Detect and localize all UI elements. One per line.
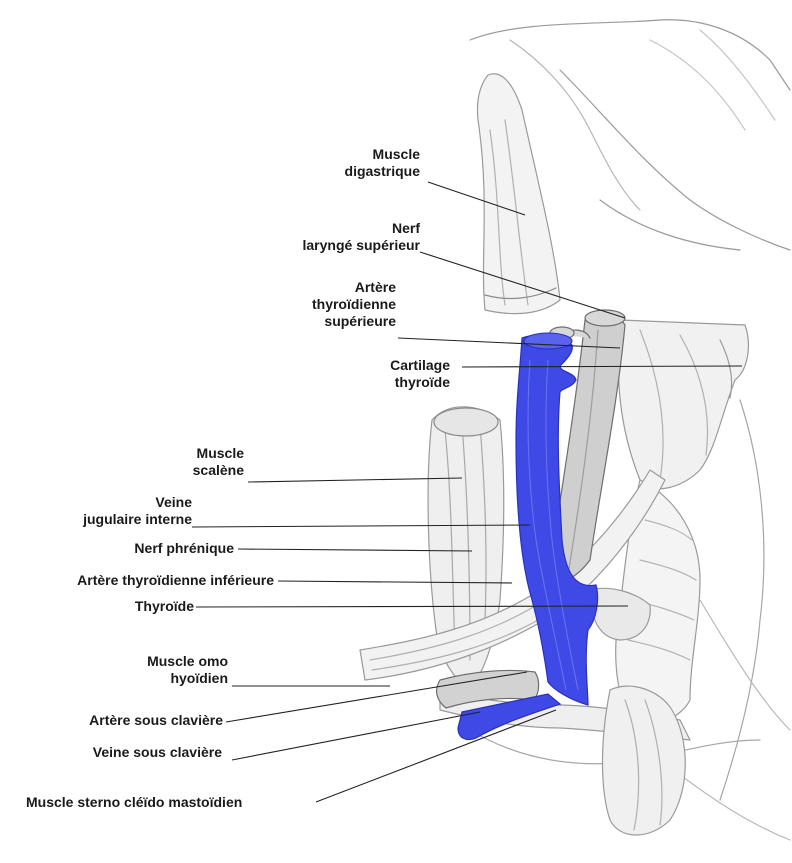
label-line: Muscle omo bbox=[147, 653, 228, 670]
label-line: laryngé supérieur bbox=[303, 237, 421, 254]
label-thyroid: Thyroïde bbox=[135, 598, 194, 615]
label-phrenic-nerve: Nerf phrénique bbox=[134, 540, 234, 557]
label-line: supérieure bbox=[312, 313, 396, 330]
leader-sternocleidomastoid bbox=[316, 710, 556, 802]
label-line: Thyroïde bbox=[135, 598, 194, 615]
leader-subclavian-vein bbox=[232, 712, 480, 760]
label-line: thyroïde bbox=[390, 374, 450, 391]
label-superior-thyroid-artery: Artère thyroïdienne supérieure bbox=[312, 279, 396, 330]
label-line: Artère bbox=[312, 279, 396, 296]
label-line: digastrique bbox=[345, 163, 420, 180]
digastric-muscle-shape bbox=[477, 74, 560, 314]
label-superior-laryngeal-nerve: Nerf laryngé supérieur bbox=[303, 220, 421, 254]
label-line: scalène bbox=[193, 462, 244, 479]
label-scalene-muscle: Muscle scalène bbox=[193, 445, 244, 479]
label-subclavian-artery: Artère sous clavière bbox=[89, 712, 223, 729]
mandible-inner-edge bbox=[600, 200, 740, 250]
label-internal-jugular-vein: Veine jugulaire interne bbox=[83, 494, 192, 528]
label-digastric-muscle: Muscle digastrique bbox=[345, 146, 420, 180]
mandible-lower-edge bbox=[560, 70, 790, 250]
label-inferior-thyroid-artery: Artère thyroïdienne inférieure bbox=[77, 572, 274, 589]
label-line: Nerf phrénique bbox=[134, 540, 234, 557]
label-line: Artère thyroïdienne inférieure bbox=[77, 572, 274, 589]
label-line: Nerf bbox=[303, 220, 421, 237]
label-line: Muscle bbox=[345, 146, 420, 163]
label-line: Muscle bbox=[193, 445, 244, 462]
sketch-layer bbox=[360, 20, 790, 840]
label-omohyoid-muscle: Muscle omo hyoïdien bbox=[147, 653, 228, 687]
label-line: Artère sous clavière bbox=[89, 712, 223, 729]
label-sternocleidomastoid-muscle: Muscle sterno cléïdo mastoïdien bbox=[26, 794, 242, 811]
label-line: Cartilage bbox=[390, 357, 450, 374]
label-thyroid-cartilage: Cartilage thyroïde bbox=[390, 357, 450, 391]
mandible-outline bbox=[470, 20, 790, 90]
label-line: hyoïdien bbox=[147, 670, 228, 687]
label-line: Muscle sterno cléïdo mastoïdien bbox=[26, 794, 242, 811]
label-line: Veine sous clavière bbox=[93, 744, 222, 761]
label-line: jugulaire interne bbox=[83, 511, 192, 528]
label-subclavian-vein: Veine sous clavière bbox=[93, 744, 222, 761]
label-line: Veine bbox=[83, 494, 192, 511]
larynx-outline bbox=[618, 320, 748, 489]
label-line: thyroïdienne bbox=[312, 296, 396, 313]
